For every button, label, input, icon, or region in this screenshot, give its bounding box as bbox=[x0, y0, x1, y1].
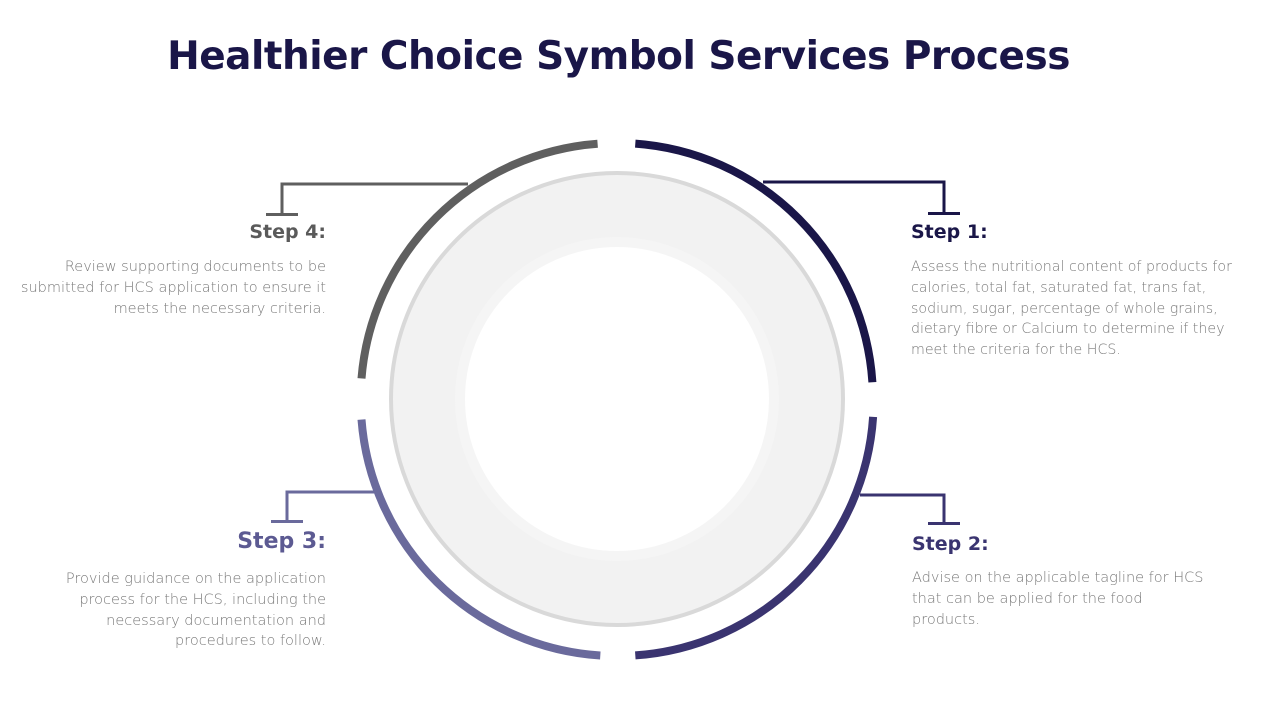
step2-arc bbox=[635, 416, 878, 660]
step1-connector bbox=[763, 180, 946, 212]
step3-connector bbox=[285, 490, 375, 520]
step4-connector bbox=[280, 182, 468, 213]
step4-title: Step 4: bbox=[249, 221, 326, 243]
step2-description: Advise on the applicable tagline for HCS… bbox=[912, 570, 1204, 628]
step3-arc bbox=[357, 419, 601, 660]
inner-ring bbox=[455, 237, 779, 561]
step3-title: Step 3: bbox=[237, 529, 326, 554]
step4-description: Review supporting documents to be submit… bbox=[20, 259, 326, 317]
step2-connector bbox=[860, 493, 946, 522]
step4-arc bbox=[357, 139, 598, 379]
step1-title: Step 1: bbox=[911, 221, 988, 243]
page-title: Healthier Choice Symbol Services Process bbox=[167, 34, 1070, 79]
step2-title: Step 2: bbox=[912, 533, 989, 555]
step1-description: Assess the nutritional content of produc… bbox=[911, 259, 1232, 359]
step1-arc bbox=[635, 139, 877, 383]
step3-description: Provide guidance on the application proc… bbox=[65, 571, 326, 650]
